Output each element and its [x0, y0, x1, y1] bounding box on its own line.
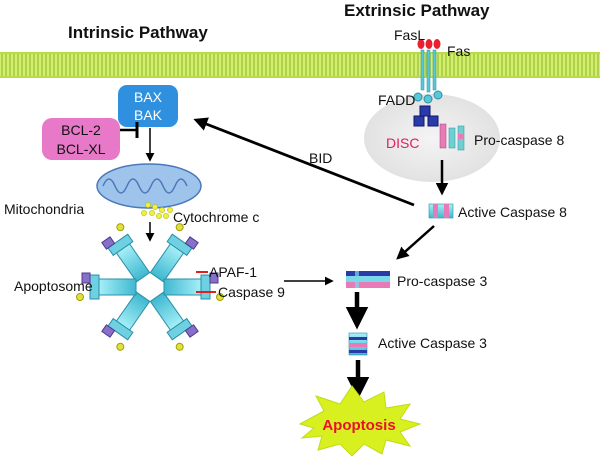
pro-caspase-8-label: Pro-caspase 8: [474, 132, 564, 148]
disc-region: [364, 94, 500, 182]
mitochondrion-icon: [96, 163, 202, 209]
bid-label: BID: [309, 150, 332, 166]
fasl-label: FasL: [394, 27, 425, 43]
arrow-caspase8-to-procaspase3: [396, 225, 435, 260]
apoptosome-label: Apoptosome: [14, 278, 93, 294]
pro-caspase-3-label: Pro-caspase 3: [397, 273, 487, 289]
bclxl-label: BCL-XL: [56, 141, 105, 157]
disc-label: DISC: [386, 135, 419, 151]
intrinsic-pathway-title: Intrinsic Pathway: [68, 23, 208, 42]
bcl-box: [42, 118, 120, 160]
fas-receptor-icon: [413, 39, 443, 104]
apaf1-label: APAF-1: [209, 264, 257, 280]
mitochondria-label: Mitochondria: [4, 201, 84, 217]
apoptosome-icon: [76, 223, 224, 351]
cytochrome-c-icon: [141, 202, 173, 219]
active-caspase-3-label: Active Caspase 3: [378, 335, 487, 351]
active-caspase-8-label: Active Caspase 8: [458, 204, 567, 220]
extrinsic-pathway-title: Extrinsic Pathway: [344, 1, 490, 20]
bak-label: BAK: [134, 107, 163, 123]
fas-label: Fas: [447, 43, 470, 59]
cell-membrane: [0, 52, 600, 78]
active-caspase-8-icon: [428, 203, 454, 219]
arrow-bid: [193, 117, 415, 207]
caspase9-label: Caspase 9: [218, 284, 285, 300]
bcl2-label: BCL-2: [61, 122, 101, 138]
fadd-icon: [413, 105, 439, 127]
bax-bak-box: [118, 85, 178, 127]
cytochrome-c-label: Cytochrome c: [173, 209, 259, 225]
pro-caspase-3-icon: [346, 271, 390, 288]
active-caspase-3-icon: [348, 332, 368, 356]
inhibition-line: [120, 122, 139, 138]
fadd-label: FADD: [378, 92, 415, 108]
apoptosis-label: Apoptosis: [322, 417, 395, 434]
pro-caspase-8-icon: [439, 123, 465, 151]
apoptosis-burst: [298, 385, 422, 456]
bax-label: BAX: [134, 89, 163, 105]
